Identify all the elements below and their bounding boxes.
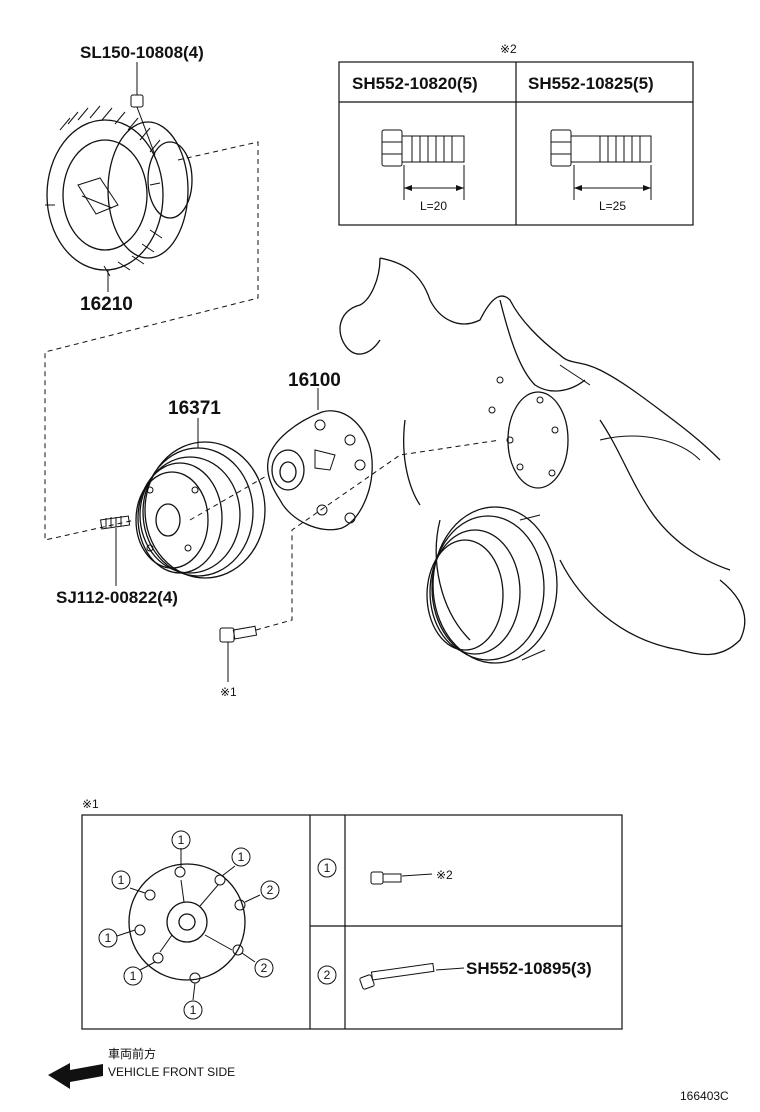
table-length-1: L=20 [420,199,447,213]
mounting-bolt [219,625,258,643]
fan-clutch [45,94,193,277]
front-arrow-icon [48,1063,103,1089]
callout: 1 [105,931,112,945]
crank-pulley [426,506,558,664]
row2-number: 2 [324,968,331,982]
engine-block [339,257,746,656]
row1-number: 1 [324,861,331,875]
table-length-2: L=25 [599,199,626,213]
label-fan-clutch-bolt: SL150-10808(4) [80,43,204,62]
direction-en: VEHICLE FRONT SIDE [108,1065,235,1079]
callout: 1 [190,1003,197,1017]
table-header-2: SH552-10825(5) [528,74,654,93]
table-header-1: SH552-10820(5) [352,74,478,93]
label-note1-marker: ※1 [220,685,237,699]
stud [100,515,131,530]
detail-box [81,814,623,1030]
water-pump [266,410,373,531]
callout-circles: 1 1 2 2 1 1 1 1 1 2 [98,830,337,1020]
callout: 2 [261,961,268,975]
label-water-pump: 16100 [288,370,341,391]
drawing-id: 166403C [680,1089,729,1103]
row1-ref: ※2 [436,868,453,882]
callout: 1 [178,833,185,847]
bolt-table [338,61,694,226]
label-stud: SJ112-00822(4) [56,588,178,607]
label-fan-clutch: 16210 [80,294,133,315]
label-pulley: 16371 [168,398,221,419]
callout: 1 [118,873,125,887]
detail-marker: ※1 [82,797,99,811]
row2-part: SH552-10895(3) [466,959,592,978]
callout: 1 [130,969,137,983]
pulley [135,441,266,579]
label-note2-marker: ※2 [500,42,517,56]
callout: 1 [238,850,245,864]
direction-jp: 車両前方 [108,1046,156,1061]
callout: 2 [267,883,274,897]
